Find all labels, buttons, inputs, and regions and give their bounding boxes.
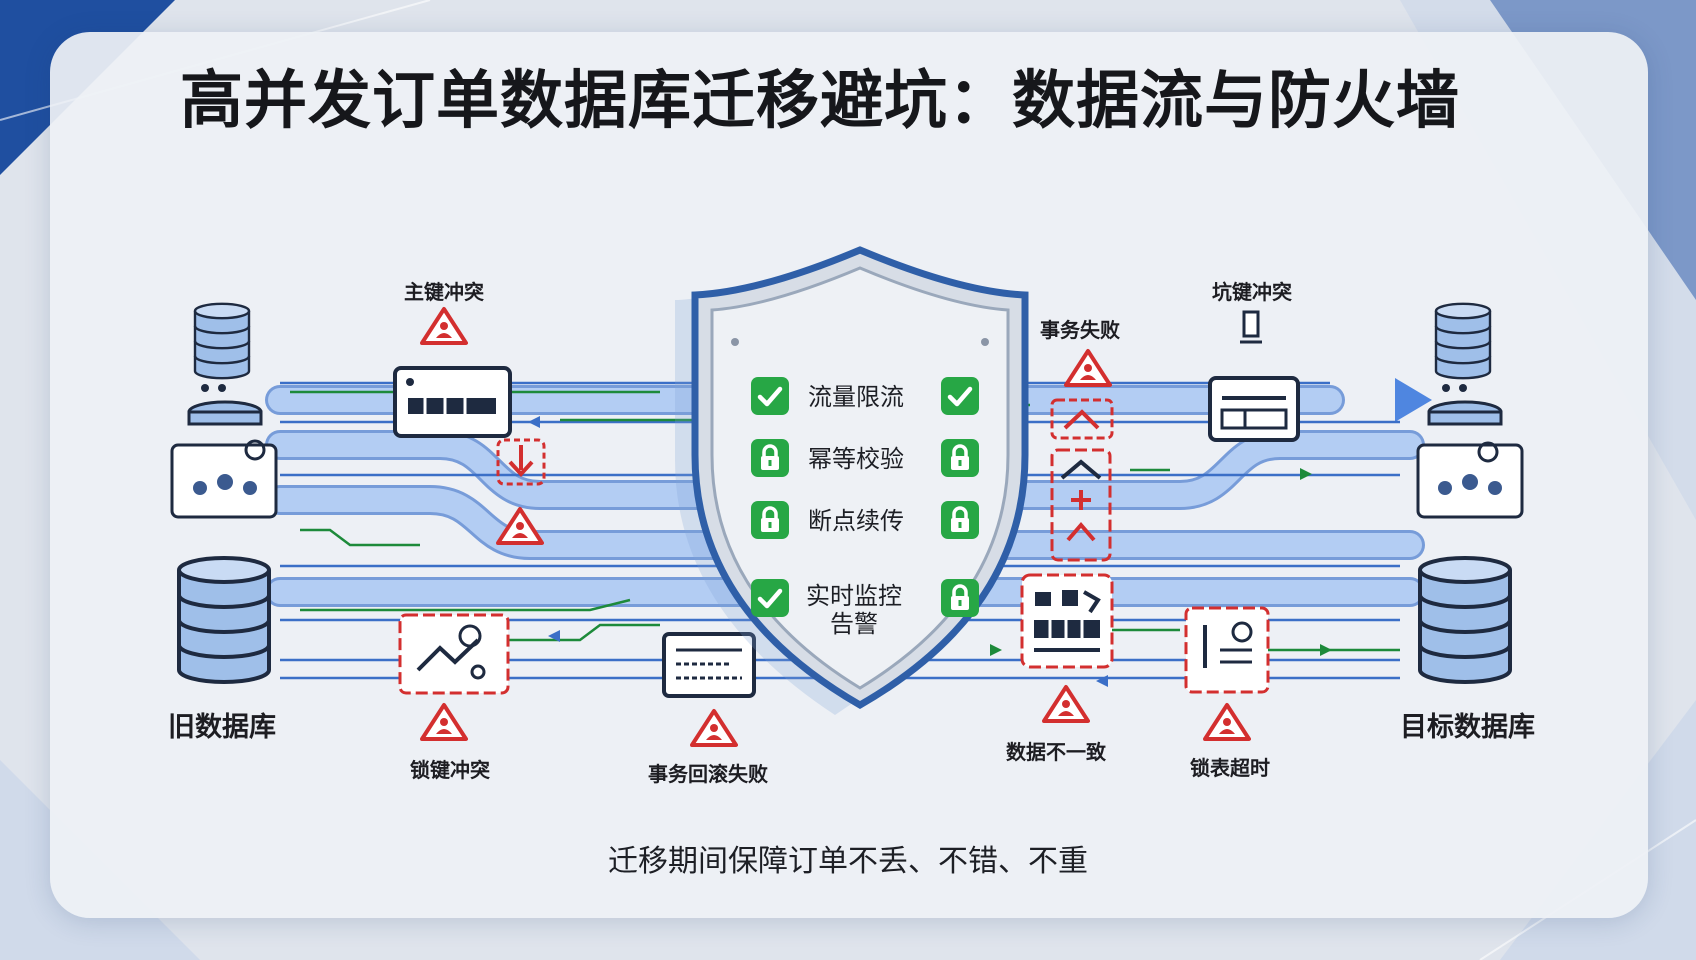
risk-label-lock-timeout: 锁表超时 <box>1190 756 1270 780</box>
page-title: 高并发订单数据库迁移避坑：数据流与防火墙 <box>180 64 1460 137</box>
lock-icon <box>940 500 980 540</box>
lock-icon <box>750 438 790 478</box>
check-icon <box>751 377 789 415</box>
warning-icon <box>420 703 468 741</box>
check-icon <box>941 377 979 415</box>
warning-icon <box>1203 703 1251 741</box>
warning-icon <box>690 709 738 747</box>
shield-item-monitoring: 实时监控 <box>806 582 902 610</box>
risk-label-lock-conflict: 锁键冲突 <box>410 758 490 782</box>
warning-icon <box>420 307 468 345</box>
shield-item-rate-limit: 流量限流 <box>808 383 904 411</box>
lock-icon <box>940 578 980 618</box>
risk-label-pk-conflict: 主键冲突 <box>404 280 484 304</box>
source-database-label: 旧数据库 <box>168 712 276 743</box>
risk-label-key-conflict: 坑键冲突 <box>1212 280 1292 304</box>
shield-item-alert: 告警 <box>830 610 878 638</box>
warning-icon <box>1042 685 1090 723</box>
risk-label-inconsistent: 数据不一致 <box>1006 740 1106 764</box>
conflict-arrow-icon <box>496 438 546 486</box>
shield-item-idempotency: 幂等校验 <box>808 445 904 473</box>
log-document-icon <box>662 632 756 698</box>
lock-icon <box>750 500 790 540</box>
shield-item-resume: 断点续传 <box>808 507 904 535</box>
source-database-icon <box>170 302 278 684</box>
server-panel-icon <box>1208 376 1300 442</box>
transaction-conflict-icon <box>1050 398 1114 562</box>
target-database-label: 目标数据库 <box>1400 712 1535 743</box>
table-lock-icon <box>1184 606 1270 694</box>
check-icon <box>751 579 789 617</box>
lock-icon <box>940 438 980 478</box>
risk-label-txn-fail: 事务失败 <box>1040 318 1120 342</box>
risk-label-rollback-fail: 事务回滚失败 <box>648 762 768 786</box>
server-rack-icon <box>393 366 512 438</box>
deadlock-graph-icon <box>398 613 510 695</box>
target-database-icon <box>1416 302 1524 684</box>
warning-icon <box>1064 349 1112 387</box>
key-icon <box>1240 310 1262 344</box>
subtitle: 迁移期间保障订单不丢、不错、不重 <box>608 844 1088 879</box>
data-block-icon <box>1020 573 1114 669</box>
